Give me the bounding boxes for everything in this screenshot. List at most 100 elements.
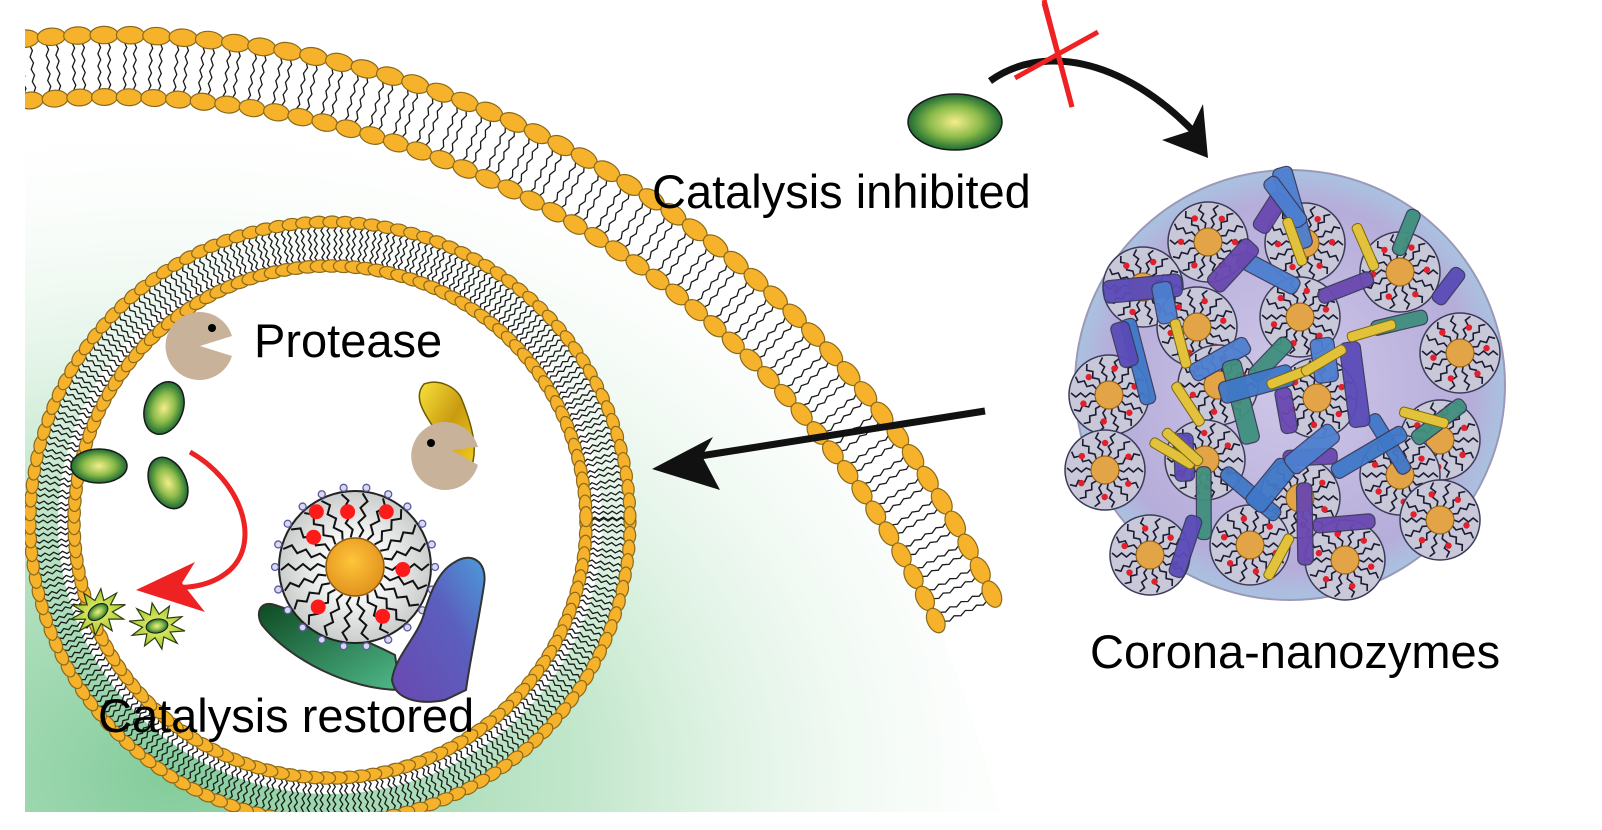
lipid [584,173,643,248]
lipid [645,218,708,291]
lipid [878,487,953,547]
lipid [423,240,461,296]
lipid [562,160,621,235]
lipid [790,360,861,426]
corona-protein-yellow [1351,222,1380,272]
released-substrates [70,381,189,510]
corona-nanozyme-aggregate [1064,165,1506,601]
lipid [287,46,328,127]
payload-dot [310,599,326,615]
corona-protein [1431,266,1466,306]
product-molecule [128,601,186,651]
lipid [164,28,198,109]
lipid [311,52,354,132]
corona-protein-yellow [1346,319,1397,343]
corona-protein [1339,340,1371,429]
lipid [492,290,540,341]
payload-dot [395,562,411,578]
endosome-membrane [25,215,637,812]
corona-nanozyme [1419,312,1501,394]
corona-protein-yellow [1169,318,1192,369]
corona-protein [1330,425,1408,479]
lipid [238,37,277,118]
payload-dot [340,504,356,520]
lipid [564,412,620,448]
corona-protein [1110,320,1139,369]
lipid [774,341,844,408]
corona-protein [1151,280,1178,325]
corona-protein-yellow [1282,217,1308,267]
lipid [851,443,925,505]
lipid [546,634,601,675]
corona-protein [1317,271,1375,304]
lipid [189,30,224,111]
corona-protein [1295,482,1314,566]
corona-nanozyme [1064,429,1146,511]
blocked-arrow [987,57,1208,158]
lipid [214,33,251,114]
payload-dot [306,529,322,545]
lipid [263,41,303,122]
corona-protein [1312,513,1376,534]
lipid [429,91,479,170]
lipid [665,234,729,306]
protease-icon [165,312,232,381]
outer-cell-membrane [25,25,1003,634]
catalysis-arrow [136,449,248,612]
corona-nanozyme [1399,479,1481,561]
lipid [161,730,204,784]
lipid [412,235,448,291]
lipid [519,134,575,211]
lipid [541,147,598,223]
lipid [108,693,158,742]
lipid [382,74,430,153]
label-corona-nanozymes: Corona-nanozymes [1090,625,1501,678]
corona-protein-yellow [1171,381,1205,427]
lipid [903,533,979,590]
lipid [359,66,405,145]
reaction-products [70,586,186,651]
lipid [475,112,528,189]
corona-protein-yellow [1300,344,1347,377]
corona-protein [1168,514,1203,579]
lipid [63,26,94,107]
lipid [739,303,807,372]
lipid [836,422,910,485]
corona-nanozyme [1359,231,1441,313]
label-catalysis-restored: Catalysis restored [98,689,475,742]
released-nanozyme [257,381,486,703]
corona-protein [1263,175,1308,229]
corona-protein [1283,423,1341,475]
lipid [140,26,172,108]
corona-protein-yellow [1263,533,1295,581]
product-molecule [70,586,126,638]
lipid [925,580,1003,634]
lipid [914,556,991,612]
lipid [483,282,530,333]
corona-protein-yellow [1161,427,1204,467]
lipid [504,691,554,740]
lipid [28,560,86,589]
lipid [115,25,146,107]
corona-protein [1206,238,1260,293]
red-cross-icon [1013,0,1100,108]
lipid [452,101,504,179]
lipid [891,510,967,568]
substrate-molecule-inhibited [907,93,1003,151]
lipid [335,59,380,139]
lipid [497,123,552,200]
lipid [89,25,119,107]
payload-dot [378,504,394,520]
lipid [406,82,455,161]
lipid [757,322,826,390]
lipid [520,673,572,720]
payload-dot [375,608,391,624]
label-protease: Protease [254,314,443,367]
corona-protein [1391,208,1421,257]
lipid [579,505,637,528]
lipid [509,309,559,358]
corona-protein-yellow [1149,437,1196,470]
lipid [406,755,442,812]
corona-protein-yellow [1398,406,1450,429]
uptake-arrow [652,407,986,490]
